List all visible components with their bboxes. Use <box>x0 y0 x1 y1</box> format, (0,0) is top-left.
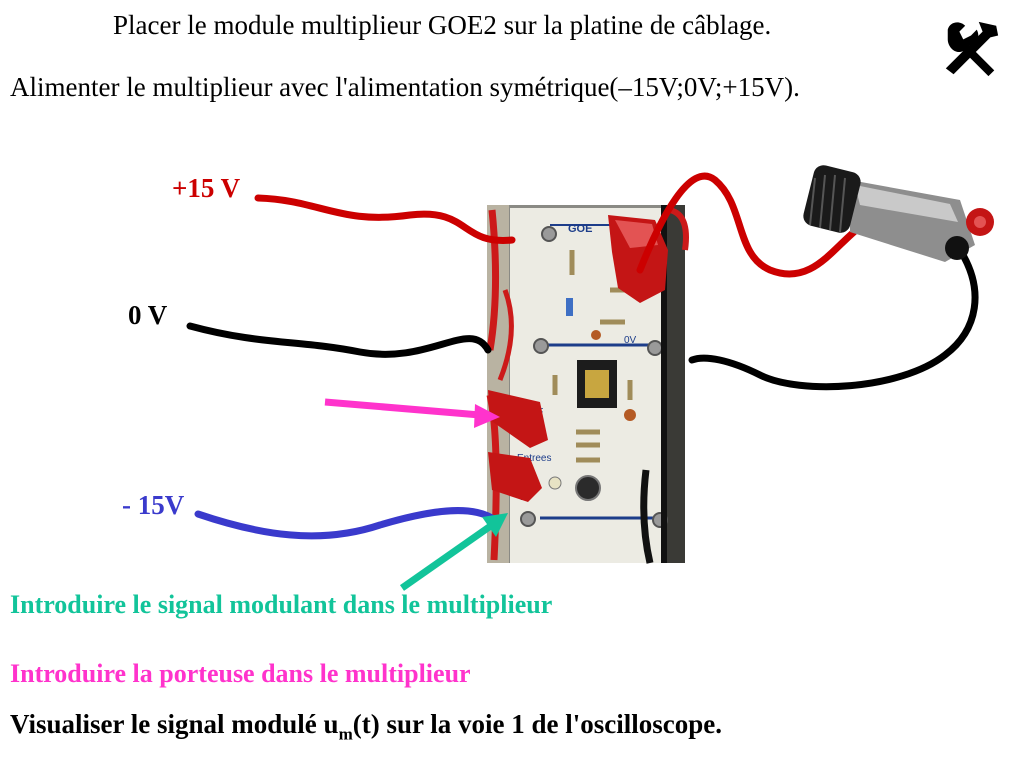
module-entrees-label: Entrees <box>517 453 551 464</box>
module-name-label: GOE <box>568 223 592 235</box>
label-minus15: - 15V <box>122 490 185 520</box>
step-visualiser-post: (t) sur la voie 1 de l'oscilloscope. <box>352 709 722 739</box>
step-modulant: Introduire le signal modulant dans le mu… <box>10 590 553 619</box>
step-visualiser-pre: Visualiser le signal modulé u <box>10 709 339 739</box>
wire-zero <box>186 322 492 358</box>
instruction-line-2: Alimenter le multiplieur avec l'alimenta… <box>10 72 800 102</box>
wire-probe-black <box>688 246 979 391</box>
step-visualiser-sub: m <box>338 724 353 744</box>
label-zero: 0 V <box>128 300 168 330</box>
step-visualiser: Visualiser le signal modulé um(t) sur la… <box>10 709 722 744</box>
hammer-wrench-icon[interactable] <box>940 18 1002 80</box>
instruction-line-1: Placer le module multiplieur GOE2 sur la… <box>113 10 772 40</box>
arrow-porteuse <box>324 398 500 428</box>
wire-minus15 <box>194 507 496 540</box>
label-plus15: +15 V <box>172 173 241 203</box>
red-plug-hf <box>488 390 548 448</box>
red-plug-bf <box>488 452 542 502</box>
module-ov-label: 0V <box>624 335 637 346</box>
bnc-probe-adapter <box>803 165 994 262</box>
wire-plus15 <box>254 194 516 244</box>
arrow-modulant <box>399 513 508 591</box>
step-porteuse: Introduire la porteuse dans le multiplie… <box>10 659 471 688</box>
